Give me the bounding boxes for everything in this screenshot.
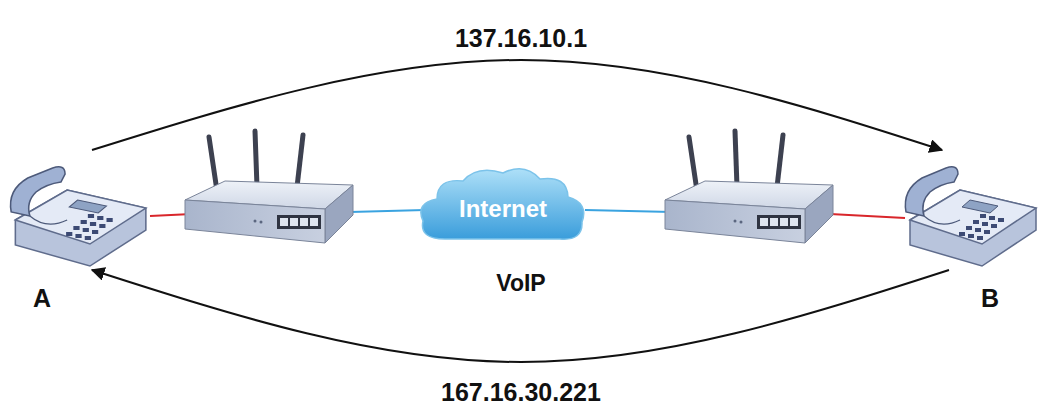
- phone-label: A: [33, 284, 51, 313]
- phone-key: [980, 214, 986, 218]
- router-symbol: [665, 131, 833, 243]
- phone-handset: [11, 167, 66, 216]
- router-ports: [757, 215, 801, 229]
- router-port: [780, 218, 788, 226]
- phone-key: [998, 218, 1004, 222]
- network-wire: [350, 210, 425, 212]
- cloud-shape: [421, 169, 584, 240]
- phone-key: [975, 228, 981, 232]
- router-front: [665, 200, 805, 243]
- phone-outline: [900, 150, 1040, 270]
- phone-key: [73, 226, 79, 230]
- phone-wire: [830, 214, 905, 218]
- phone-outline: [5, 150, 150, 270]
- router-front: [185, 200, 325, 243]
- phone-key: [66, 232, 72, 236]
- phone-key: [966, 226, 972, 230]
- phone-key: [92, 230, 98, 234]
- telephone-node: A: [5, 150, 150, 270]
- router-port: [760, 218, 768, 226]
- router-antenna: [297, 135, 303, 187]
- router-antenna: [209, 137, 217, 191]
- router-side: [325, 185, 353, 243]
- phone-display: [69, 200, 106, 213]
- phone-key: [107, 218, 113, 222]
- phone-key: [973, 220, 979, 224]
- phone-base: [910, 190, 1036, 266]
- phone-key: [982, 222, 988, 226]
- router-antenna: [689, 137, 697, 191]
- phone-key: [989, 216, 995, 220]
- router-ports: [277, 215, 321, 229]
- phone-top: [15, 190, 146, 244]
- router-symbol: [185, 131, 353, 243]
- phone-key: [99, 224, 105, 228]
- phone-key: [97, 216, 103, 220]
- router-led: [740, 221, 743, 224]
- ip-address-label: 137.16.10.1: [455, 24, 587, 53]
- phone-key: [83, 228, 89, 232]
- router-port: [290, 218, 298, 226]
- phone-key: [984, 230, 990, 234]
- router-led: [260, 221, 263, 224]
- router-antenna: [255, 131, 257, 187]
- router-port: [300, 218, 308, 226]
- phone-key: [81, 220, 87, 224]
- internet-cloud: Internet: [415, 165, 590, 247]
- router-side: [805, 185, 833, 243]
- signal-arrow: [92, 60, 942, 150]
- router-port: [310, 218, 318, 226]
- phone-key: [959, 232, 965, 236]
- phone-base: [15, 190, 146, 266]
- router-led: [734, 220, 737, 223]
- network-wire: [585, 210, 672, 212]
- ip-address-label: 167.16.30.221: [441, 378, 601, 407]
- phone-key: [88, 214, 94, 218]
- router-led: [254, 220, 257, 223]
- phone-key: [90, 222, 96, 226]
- phone-display: [962, 200, 998, 213]
- signal-arrow: [92, 270, 949, 362]
- router-port: [280, 218, 288, 226]
- phone-key: [991, 224, 997, 228]
- telephone-node: B: [900, 150, 1040, 270]
- phone-key: [85, 236, 91, 240]
- phone-top: [910, 190, 1036, 244]
- phone-key: [75, 234, 81, 238]
- phone-key: [977, 236, 983, 240]
- router-port: [770, 218, 778, 226]
- router-port: [790, 218, 798, 226]
- cloud-label: Internet: [459, 195, 547, 223]
- phone-label: B: [981, 284, 999, 313]
- network-label: VoIP: [496, 270, 545, 297]
- phone-key: [968, 234, 974, 238]
- phone-cord: [924, 216, 960, 224]
- phone-handset: [905, 167, 958, 216]
- router-antenna: [777, 135, 783, 187]
- router-antenna: [735, 131, 737, 187]
- phone-cord: [30, 216, 67, 224]
